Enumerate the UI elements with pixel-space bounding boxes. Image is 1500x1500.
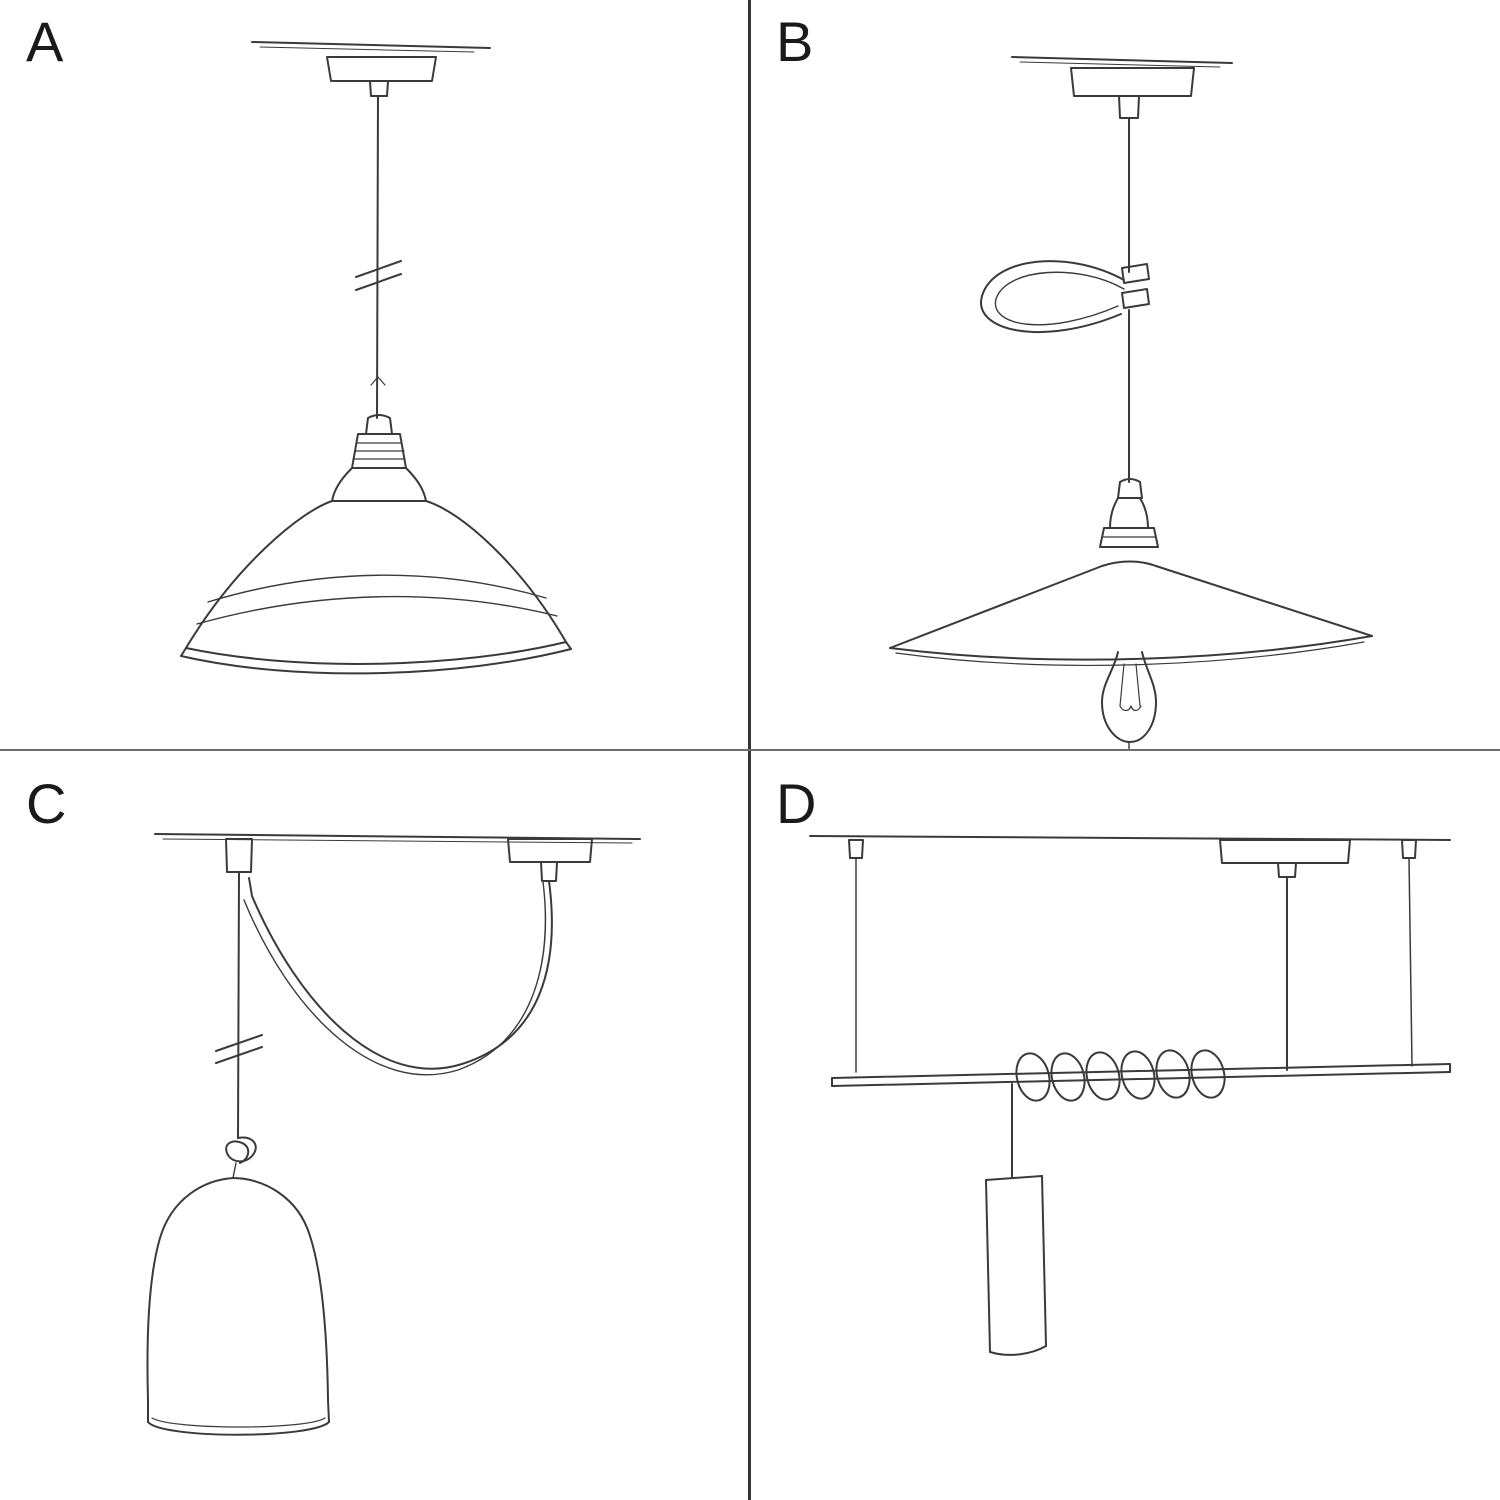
pendant-industrial-barn-shade-sketch	[0, 0, 750, 750]
panel-b: B	[750, 0, 1500, 750]
horizontal-divider	[0, 749, 1500, 751]
panel-b-label: B	[776, 10, 815, 73]
panel-d: D	[750, 750, 1500, 1500]
panel-d-label: D	[776, 772, 818, 835]
bar-suspension-coiled-cable-cylinder-sketch	[750, 750, 1500, 1500]
panel-a: A	[0, 0, 750, 750]
pendant-flat-plate-shade-bulb-sketch	[750, 0, 1500, 750]
panel-a-label: A	[26, 10, 65, 73]
swag-pendant-bell-shade-sketch	[0, 750, 750, 1500]
panel-c-label: C	[26, 772, 68, 835]
panel-c: C	[0, 750, 750, 1500]
